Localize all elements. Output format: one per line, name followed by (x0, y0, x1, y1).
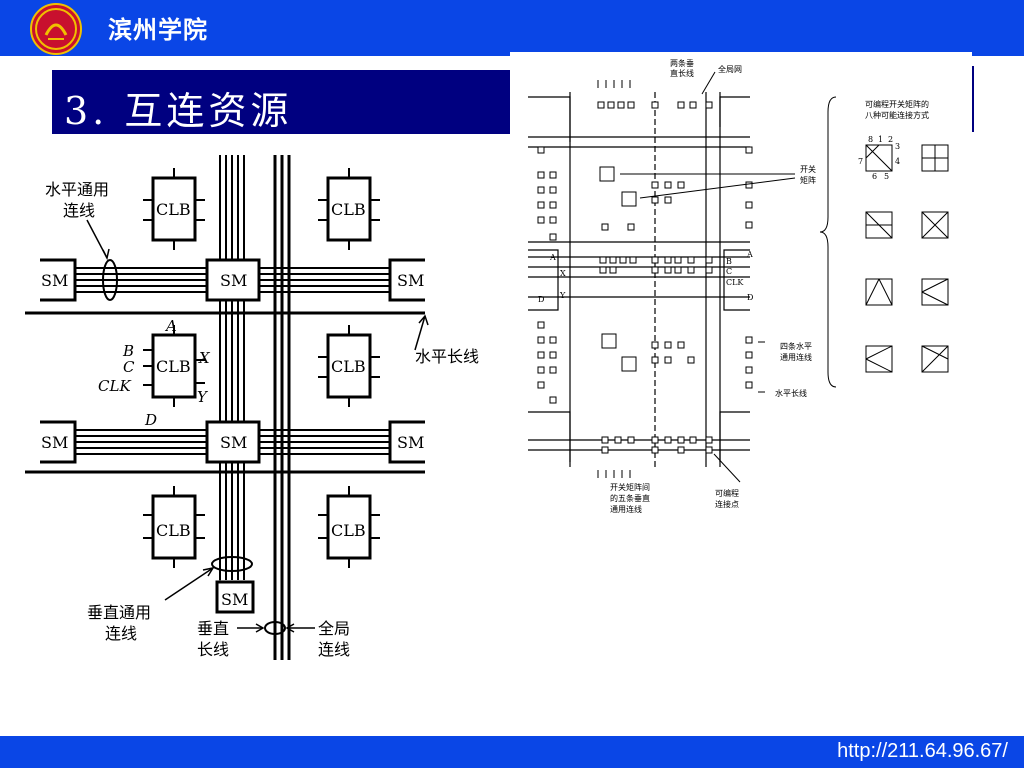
interconnect-diagram: CLB CLB CLB CLB CLB CLB SM SM SM SM SM S… (25, 150, 500, 670)
pin-right-c: C (726, 267, 732, 276)
switch-matrix-label: 开关 (800, 164, 816, 174)
programmable-point-label: 可编程 (715, 488, 739, 498)
global-label: 全局 (318, 619, 350, 638)
corner-number: 6 (872, 172, 877, 181)
horizontal-long-label: 水平长线 (415, 347, 479, 366)
sm-label: SM (41, 271, 68, 290)
eight-ways-label: 八种可能连接方式 (865, 110, 929, 120)
header-bar: 滨州学院 (0, 0, 1024, 56)
eight-ways-label: 可编程开关矩阵的 (865, 99, 929, 109)
slide-title: 3. 互连资源 (64, 89, 293, 133)
vertical-long-label: 垂直 (197, 619, 229, 638)
global-marker (264, 621, 286, 635)
sm-center-mid (205, 420, 261, 464)
corner-number: 8 (868, 135, 873, 144)
clb-label: CLB (156, 200, 191, 219)
vertical-general-marker (211, 556, 253, 572)
two-vertical-long-label: 两条垂 (670, 58, 694, 68)
pin-left-d: D (538, 295, 544, 304)
corner-number: 7 (858, 157, 863, 166)
horizontal-general-label: 连线 (63, 201, 95, 220)
vertical-general-label: 连线 (105, 624, 137, 643)
pin-a: A (164, 317, 177, 335)
global-label: 连线 (318, 640, 350, 659)
two-vertical-long-label: 直长线 (670, 68, 694, 78)
sm-center-top (205, 258, 261, 302)
switch-matrix-label: 矩阵 (800, 175, 816, 185)
clb-label: CLB (331, 521, 366, 540)
programmable-point-label: 连接点 (715, 499, 739, 509)
pin-right-d: D (747, 293, 753, 302)
sm-label: SM (41, 433, 68, 452)
pin-left-x: X (560, 269, 566, 278)
clb-label: CLB (331, 357, 366, 376)
global-net-label: 全局网 (718, 64, 742, 74)
pin-left-y: Y (559, 291, 566, 300)
pin-right-a: A (746, 250, 753, 259)
pin-b: B (122, 342, 134, 360)
routing-detail-figure: 两条垂 直长线 全局网 开关 矩阵 四条水平 通用连线 水平长线 开关矩阵间 的… (510, 52, 972, 522)
vertical-general-label: 垂直通用 (87, 603, 151, 622)
pin-left-a: A (549, 253, 556, 262)
footer-bar: http://211.64.96.67/ (0, 736, 1024, 768)
pin-x: X (198, 349, 211, 367)
corner-number: 4 (895, 157, 900, 166)
school-logo (30, 3, 82, 55)
clb-label: CLB (331, 200, 366, 219)
pin-y: Y (197, 388, 209, 406)
sm-label: SM (397, 433, 424, 452)
horizontal-general-label: 水平通用 (45, 180, 109, 199)
corner-number: 2 (888, 135, 893, 144)
footer-url[interactable]: http://211.64.96.67/ (837, 740, 1008, 762)
five-vertical-label: 通用连线 (610, 504, 642, 514)
clb-label: CLB (156, 521, 191, 540)
sm-bottom (215, 580, 255, 614)
pin-clk: CLK (98, 377, 131, 395)
five-vertical-label: 的五条垂直 (610, 493, 650, 503)
corner-number: 3 (895, 142, 900, 151)
sm-label: SM (220, 433, 247, 452)
pin-c: C (123, 358, 135, 376)
pin-right-b: B (726, 257, 732, 266)
school-name: 滨州学院 (108, 16, 208, 44)
corner-number: 1 (878, 135, 883, 144)
five-vertical-label: 开关矩阵间 (610, 482, 650, 492)
slide-title-box: 3. 互连资源 (52, 70, 512, 134)
horizontal-general-marker (102, 259, 118, 301)
pin-d: D (144, 411, 157, 429)
sm-label: SM (397, 271, 424, 290)
four-horizontal-label: 通用连线 (780, 352, 812, 362)
sm-label: SM (221, 590, 248, 609)
horizontal-long-label: 水平长线 (775, 388, 807, 398)
vertical-long-label: 长线 (197, 640, 229, 659)
clb-label: CLB (156, 357, 191, 376)
four-horizontal-label: 四条水平 (780, 341, 812, 351)
corner-number: 5 (884, 172, 889, 181)
pin-right-clk: CLK (726, 278, 744, 287)
sm-label: SM (220, 271, 247, 290)
